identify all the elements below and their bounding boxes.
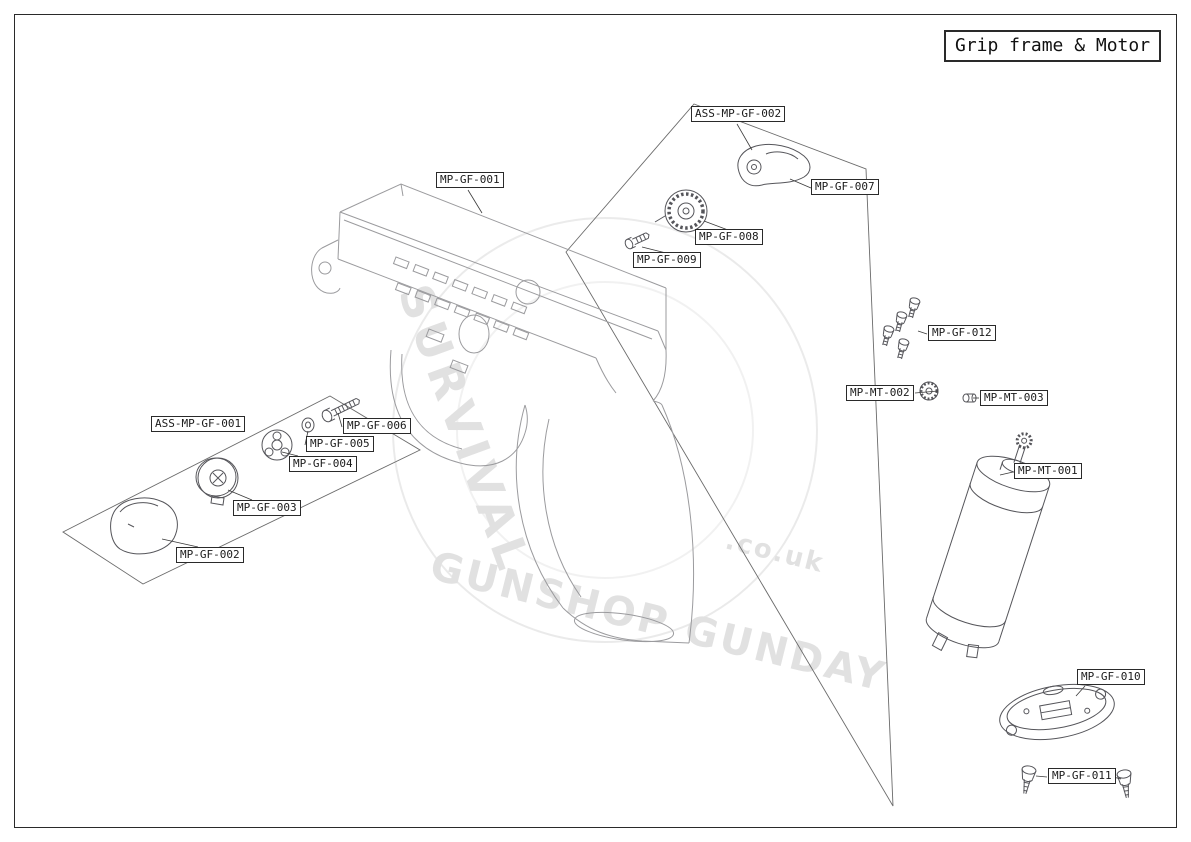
grip-base-plate-drawing: [999, 683, 1115, 741]
motor-drawing: [925, 432, 1051, 659]
part-label-ass-mp-gf-001: ASS-MP-GF-001: [151, 416, 246, 432]
grip-end-assembly-boundary: [62, 395, 421, 585]
motor-end-cap-drawing: [195, 457, 239, 506]
watermark-inner-circle: [456, 281, 754, 579]
grip-screw-drawing: [321, 397, 360, 423]
diagram-title-text: Grip frame & Motor: [955, 35, 1151, 56]
part-label-mp-mt-001: MP-MT-001: [1014, 463, 1082, 479]
part-label-mp-gf-006: MP-GF-006: [343, 418, 411, 434]
planetary-plate-drawing: [261, 429, 293, 461]
part-label-mp-mt-002: MP-MT-002: [846, 385, 914, 401]
part-label-mp-gf-009: MP-GF-009: [633, 252, 701, 268]
part-label-mp-gf-003: MP-GF-003: [233, 500, 301, 516]
part-label-mp-mt-003: MP-MT-003: [980, 390, 1048, 406]
frame-slot-small-1: [425, 328, 445, 343]
selector-assembly-boundary: [565, 103, 894, 807]
part-label-ass-mp-gf-002: ASS-MP-GF-002: [691, 106, 786, 122]
part-label-mp-gf-005: MP-GF-005: [306, 436, 374, 452]
grip-end-cap-drawing: [110, 497, 178, 555]
selector-knob-drawing: [654, 189, 708, 233]
part-label-mp-gf-007: MP-GF-007: [811, 179, 879, 195]
part-label-mp-gf-011: MP-GF-011: [1048, 768, 1116, 784]
grip-frame-drawing: [311, 183, 694, 644]
part-label-mp-gf-008: MP-GF-008: [695, 229, 763, 245]
washer-drawing: [301, 417, 315, 433]
vent-slot-row-2: [394, 282, 530, 341]
part-label-mp-gf-001: MP-GF-001: [436, 172, 504, 188]
part-label-mp-gf-004: MP-GF-004: [289, 456, 357, 472]
diagram-title-box: Grip frame & Motor: [944, 30, 1162, 62]
vent-slot-row-1: [392, 256, 528, 315]
leader-lines: [161, 123, 1122, 780]
selector-lever-drawing: [737, 143, 811, 187]
part-label-mp-gf-012: MP-GF-012: [928, 325, 996, 341]
frame-slot-small-2: [449, 359, 469, 374]
selector-screw-drawing: [624, 232, 650, 250]
part-label-mp-gf-002: MP-GF-002: [176, 547, 244, 563]
base-plate-screws-drawing: [1021, 765, 1132, 799]
frame-screws-drawing: [882, 297, 921, 360]
watermark-text-3: .co.uk: [722, 526, 827, 580]
part-label-mp-gf-010: MP-GF-010: [1077, 669, 1145, 685]
